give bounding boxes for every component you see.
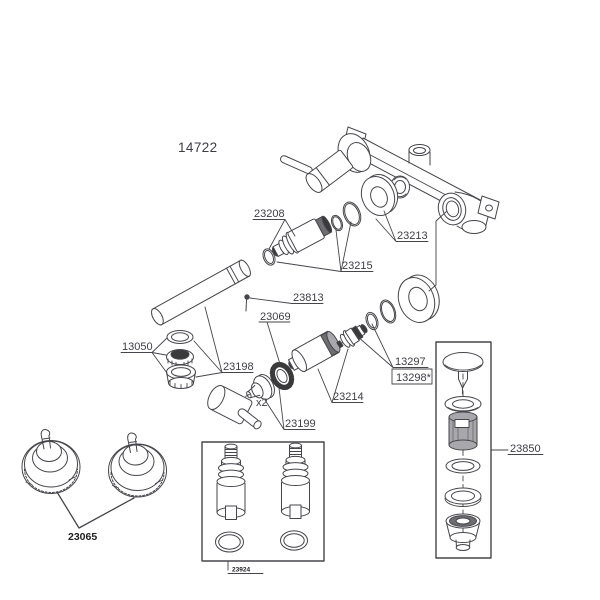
leader-lines <box>56 210 544 574</box>
toothed-ring-23069 <box>269 361 295 391</box>
part-label-23924: 23924 <box>232 567 250 574</box>
part-label-23065: 23065 <box>68 531 97 543</box>
drain-flange <box>444 396 482 412</box>
drain-bottom-body <box>445 513 481 551</box>
labels: 14722 23208 23213 23215 23813 23069 1305… <box>68 140 541 574</box>
service-kit-box-23924 <box>201 441 325 562</box>
part-label-23198: 23198 <box>223 361 254 373</box>
seal-rings-13297 <box>365 299 397 331</box>
drain-cap <box>442 352 484 395</box>
part-label-23208: 23208 <box>254 208 285 220</box>
kit-cartridge-right <box>281 442 310 519</box>
part-label-23069: 23069 <box>260 311 291 323</box>
part-label-13050: 13050 <box>122 341 153 353</box>
kit-cartridge-left <box>216 443 246 520</box>
drain-plug-body <box>448 411 478 451</box>
drain-washers <box>444 458 482 507</box>
quantity-label-x2: x2 <box>256 397 268 409</box>
part-label-23850: 23850 <box>510 443 541 455</box>
escutcheon-ring-23213 <box>360 174 399 216</box>
sleeve-23214 <box>287 330 341 373</box>
set-screw-23813 <box>244 294 250 312</box>
part-label-23215: 23215 <box>342 260 373 272</box>
handle-knob-23199 <box>207 384 262 430</box>
part-label-23813: 23813 <box>293 292 324 304</box>
wall-union-body <box>343 126 500 234</box>
spout-tube <box>151 259 251 326</box>
o-ring-small <box>262 248 276 266</box>
cartridge-23208 <box>271 215 333 257</box>
part-label-13297: 13297 <box>395 356 426 368</box>
lever-handle-top <box>280 149 354 193</box>
part-label-23214: 23214 <box>333 391 364 403</box>
stem-cartridge <box>336 324 368 349</box>
handle-base-left <box>21 429 81 494</box>
part-label-23199: 23199 <box>285 418 316 430</box>
bonnet-cap-x2 <box>245 374 275 400</box>
part-label-23213: 23213 <box>397 230 428 242</box>
part-label-13298: 13298* <box>396 372 432 384</box>
drain-box-23850 <box>435 341 492 559</box>
escutcheon-lower <box>397 274 440 323</box>
handle-base-right <box>108 432 167 498</box>
diagram-title: 14722 <box>178 140 218 155</box>
o-rings-23215 <box>330 201 362 232</box>
aerator-stack-13050 <box>166 330 196 389</box>
kit-o-rings <box>215 530 308 553</box>
